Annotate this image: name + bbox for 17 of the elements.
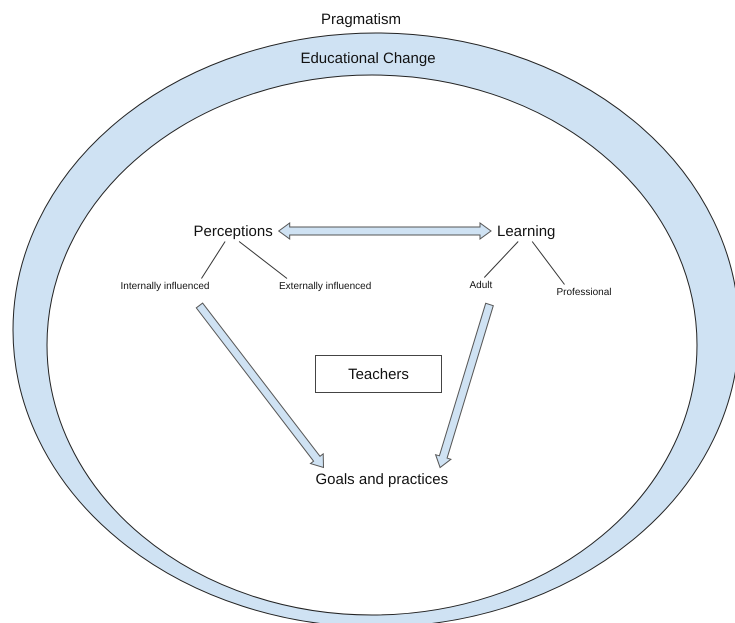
concept-label: Professional: [556, 286, 612, 298]
concept-label: Goals and practices: [316, 470, 448, 488]
concept-label: Perceptions: [194, 222, 273, 240]
block-arrow: [434, 302, 494, 468]
diagram-title: Pragmatism: [320, 11, 402, 28]
band-label: Educational Change: [299, 50, 437, 67]
concept-label: Internally influenced: [120, 280, 210, 292]
connector-line: [484, 241, 519, 278]
block-arrow: [196, 302, 324, 468]
label-box: Teachers: [315, 355, 442, 393]
connector-line: [238, 241, 288, 279]
block-arrow: [278, 222, 492, 240]
concept-label: Externally influenced: [279, 280, 372, 292]
connector-line: [532, 241, 565, 285]
connector-line: [200, 241, 226, 279]
concept-label: Adult: [470, 280, 492, 290]
concept-label: Learning: [497, 222, 556, 240]
